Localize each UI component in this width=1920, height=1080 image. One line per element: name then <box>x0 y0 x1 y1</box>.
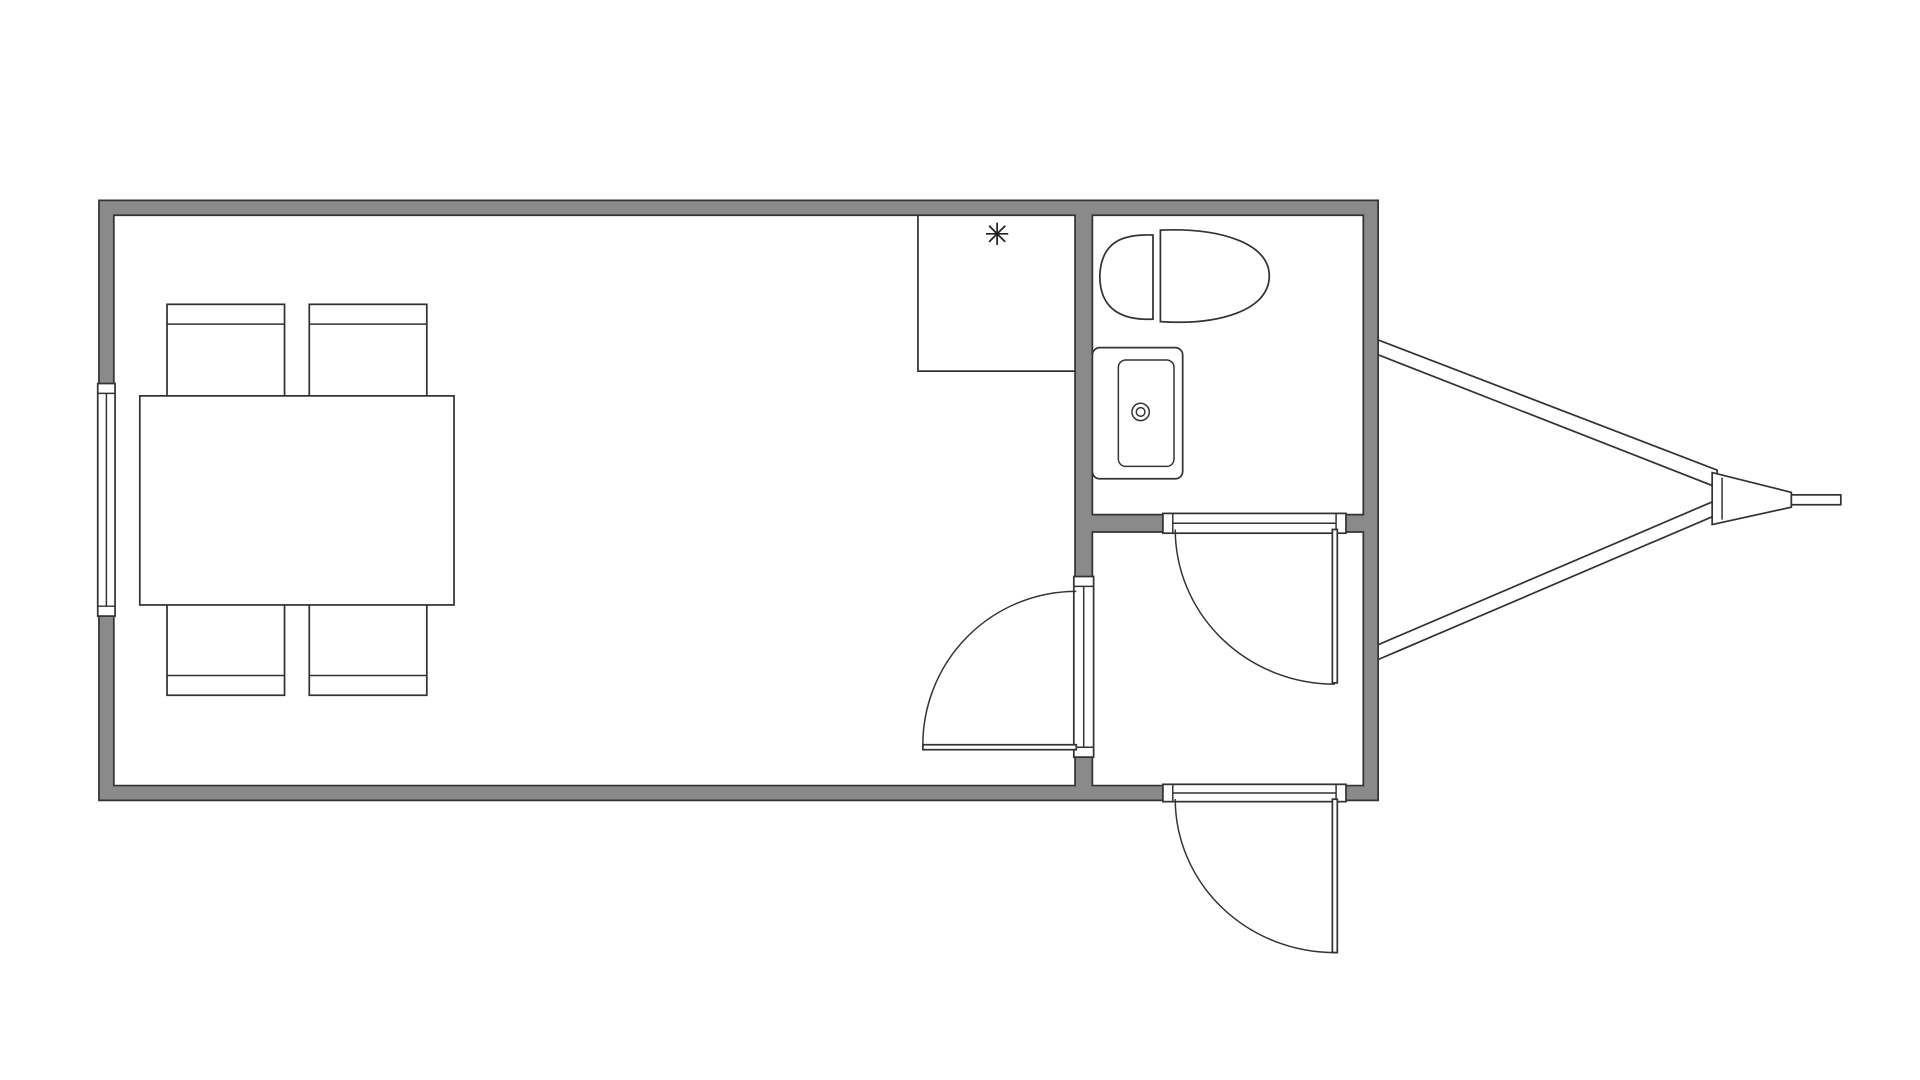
cooktop-icon <box>985 222 1009 245</box>
window <box>96 382 116 617</box>
kitchen-counter <box>917 215 1076 372</box>
chair <box>166 602 286 697</box>
washbasin <box>1091 346 1184 480</box>
door-swing <box>1174 528 1339 685</box>
chair <box>308 303 428 397</box>
chair <box>166 303 286 397</box>
toilet <box>1098 228 1271 324</box>
trailer-hitch <box>1374 337 1842 662</box>
door-swing <box>922 590 1078 751</box>
exterior-walls <box>98 199 1380 802</box>
dining-table <box>138 395 455 606</box>
door-swing <box>1174 798 1339 954</box>
interior-partition <box>1072 512 1347 803</box>
chair <box>308 602 428 697</box>
